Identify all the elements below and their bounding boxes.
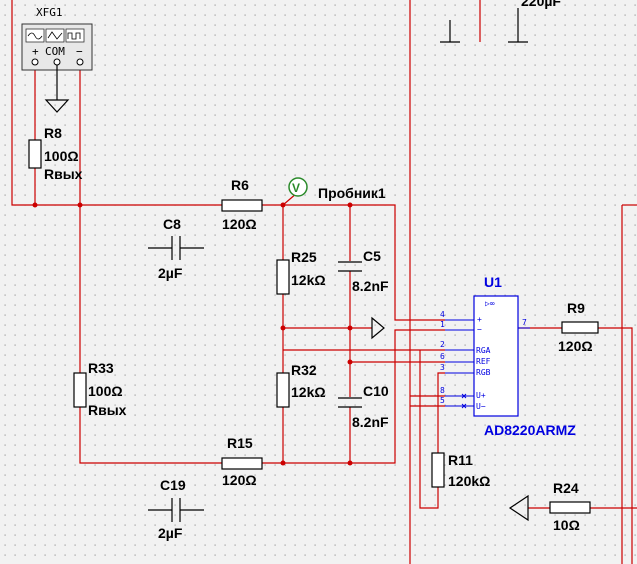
r15-value: 120Ω: [222, 472, 257, 488]
fg-terminal-com: COM: [45, 45, 65, 58]
ref-port-arrow-icon: [371, 316, 385, 340]
resistor-r9[interactable]: R9 120Ω: [558, 300, 599, 354]
ic-pin-num-4: 4: [440, 310, 445, 319]
r8-value: 100Ω: [44, 148, 79, 164]
r25-ref: R25: [291, 249, 317, 265]
junction-dots: [32, 202, 353, 466]
resistor-r33[interactable]: R33 100Ω Rвых: [73, 360, 127, 418]
resistor-r15[interactable]: R15 120Ω: [221, 435, 263, 488]
fg-terminal-minus: −: [76, 45, 83, 58]
ic-pin-num-6: 6: [440, 352, 445, 361]
r25-value: 12kΩ: [291, 272, 326, 288]
r6-ref: R6: [231, 177, 249, 193]
r8-note: Rвых: [44, 166, 83, 182]
ic-pin-name-ref: REF: [476, 357, 491, 366]
c8-value: 2µF: [158, 265, 183, 281]
r33-note: Rвых: [88, 402, 127, 418]
r24-ref: R24: [553, 480, 579, 496]
c5-value: 8.2nF: [352, 278, 389, 294]
r9-value: 120Ω: [558, 338, 593, 354]
ic-pin-name-inp: +: [477, 315, 482, 324]
ic-pin-name-inn: −: [477, 325, 482, 334]
ic-pin-num-1: 1: [440, 320, 445, 329]
fg-terminal-plus: +: [32, 45, 39, 58]
r32-ref: R32: [291, 362, 317, 378]
top-partial-capacitors: 220µF: [440, 0, 561, 43]
resistor-r6[interactable]: R6 120Ω: [221, 177, 263, 232]
r6-value: 120Ω: [222, 216, 257, 232]
c10-value: 8.2nF: [352, 414, 389, 430]
ic-pin-name-rgb: RGB: [476, 368, 491, 377]
ground-icon: [44, 99, 70, 113]
r15-ref: R15: [227, 435, 253, 451]
ic-part: AD8220ARMZ: [484, 422, 576, 438]
resistor-r32[interactable]: R32 12kΩ: [276, 362, 326, 408]
r11-ref: R11: [448, 452, 473, 468]
r24-value: 10Ω: [553, 517, 580, 533]
r33-ref: R33: [88, 360, 114, 376]
sine-wave-icon: [27, 32, 43, 40]
r32-value: 12kΩ: [291, 384, 326, 400]
r11-value: 120kΩ: [448, 473, 490, 489]
capacitor-c5[interactable]: C5 8.2nF: [338, 248, 389, 294]
c5-ref: C5: [363, 248, 381, 264]
ic-pin-num-2: 2: [440, 340, 445, 349]
ic-amp-symbol: ▷∞: [485, 299, 495, 308]
square-wave-icon: [67, 32, 81, 40]
probe-symbol: V: [292, 181, 300, 195]
ic-ref: U1: [484, 274, 502, 290]
ic-pin-name-vplus: U+: [476, 391, 486, 400]
capacitor-c8[interactable]: C8 2µF: [148, 216, 204, 281]
resistor-r8[interactable]: R8 100Ω Rвых: [28, 125, 83, 182]
probe-label: Пробник1: [318, 185, 386, 201]
wires: [11, 0, 637, 564]
r8-ref: R8: [44, 125, 62, 141]
ic-pin-num-8: 8: [440, 386, 445, 395]
top-cap-value: 220µF: [521, 0, 561, 9]
resistor-r11[interactable]: R11 120kΩ: [431, 452, 490, 489]
function-generator-xfg1[interactable]: XFG1 + COM −: [21, 6, 93, 113]
ic-pin-num-5: 5: [440, 396, 445, 405]
ic-pin-num-3: 3: [440, 363, 445, 372]
ic-pin-name-rga: RGA: [476, 346, 491, 355]
ic-pin-name-vminus: U−: [476, 402, 486, 411]
resistor-r25[interactable]: R25 12kΩ: [276, 249, 326, 295]
voltage-probe[interactable]: V Пробник1: [288, 177, 386, 201]
ic-u1[interactable]: U1 ▷∞ AD8220ARMZ 4 1 2 6 3 8 5 7 + − RGA…: [440, 274, 576, 438]
triangle-wave-icon: [47, 31, 63, 40]
capacitor-c19[interactable]: C19 2µF: [148, 477, 204, 541]
r24-port-arrow-icon: [508, 494, 529, 522]
c19-ref: C19: [160, 477, 186, 493]
c10-ref: C10: [363, 383, 389, 399]
fg-name: XFG1: [36, 6, 63, 19]
c19-value: 2µF: [158, 525, 183, 541]
c8-ref: C8: [163, 216, 181, 232]
capacitor-c10[interactable]: C10 8.2nF: [338, 383, 389, 430]
r33-value: 100Ω: [88, 383, 123, 399]
ic-pin-num-out: 7: [522, 318, 527, 327]
r9-ref: R9: [567, 300, 585, 316]
resistor-r24[interactable]: R24 10Ω: [508, 480, 591, 533]
